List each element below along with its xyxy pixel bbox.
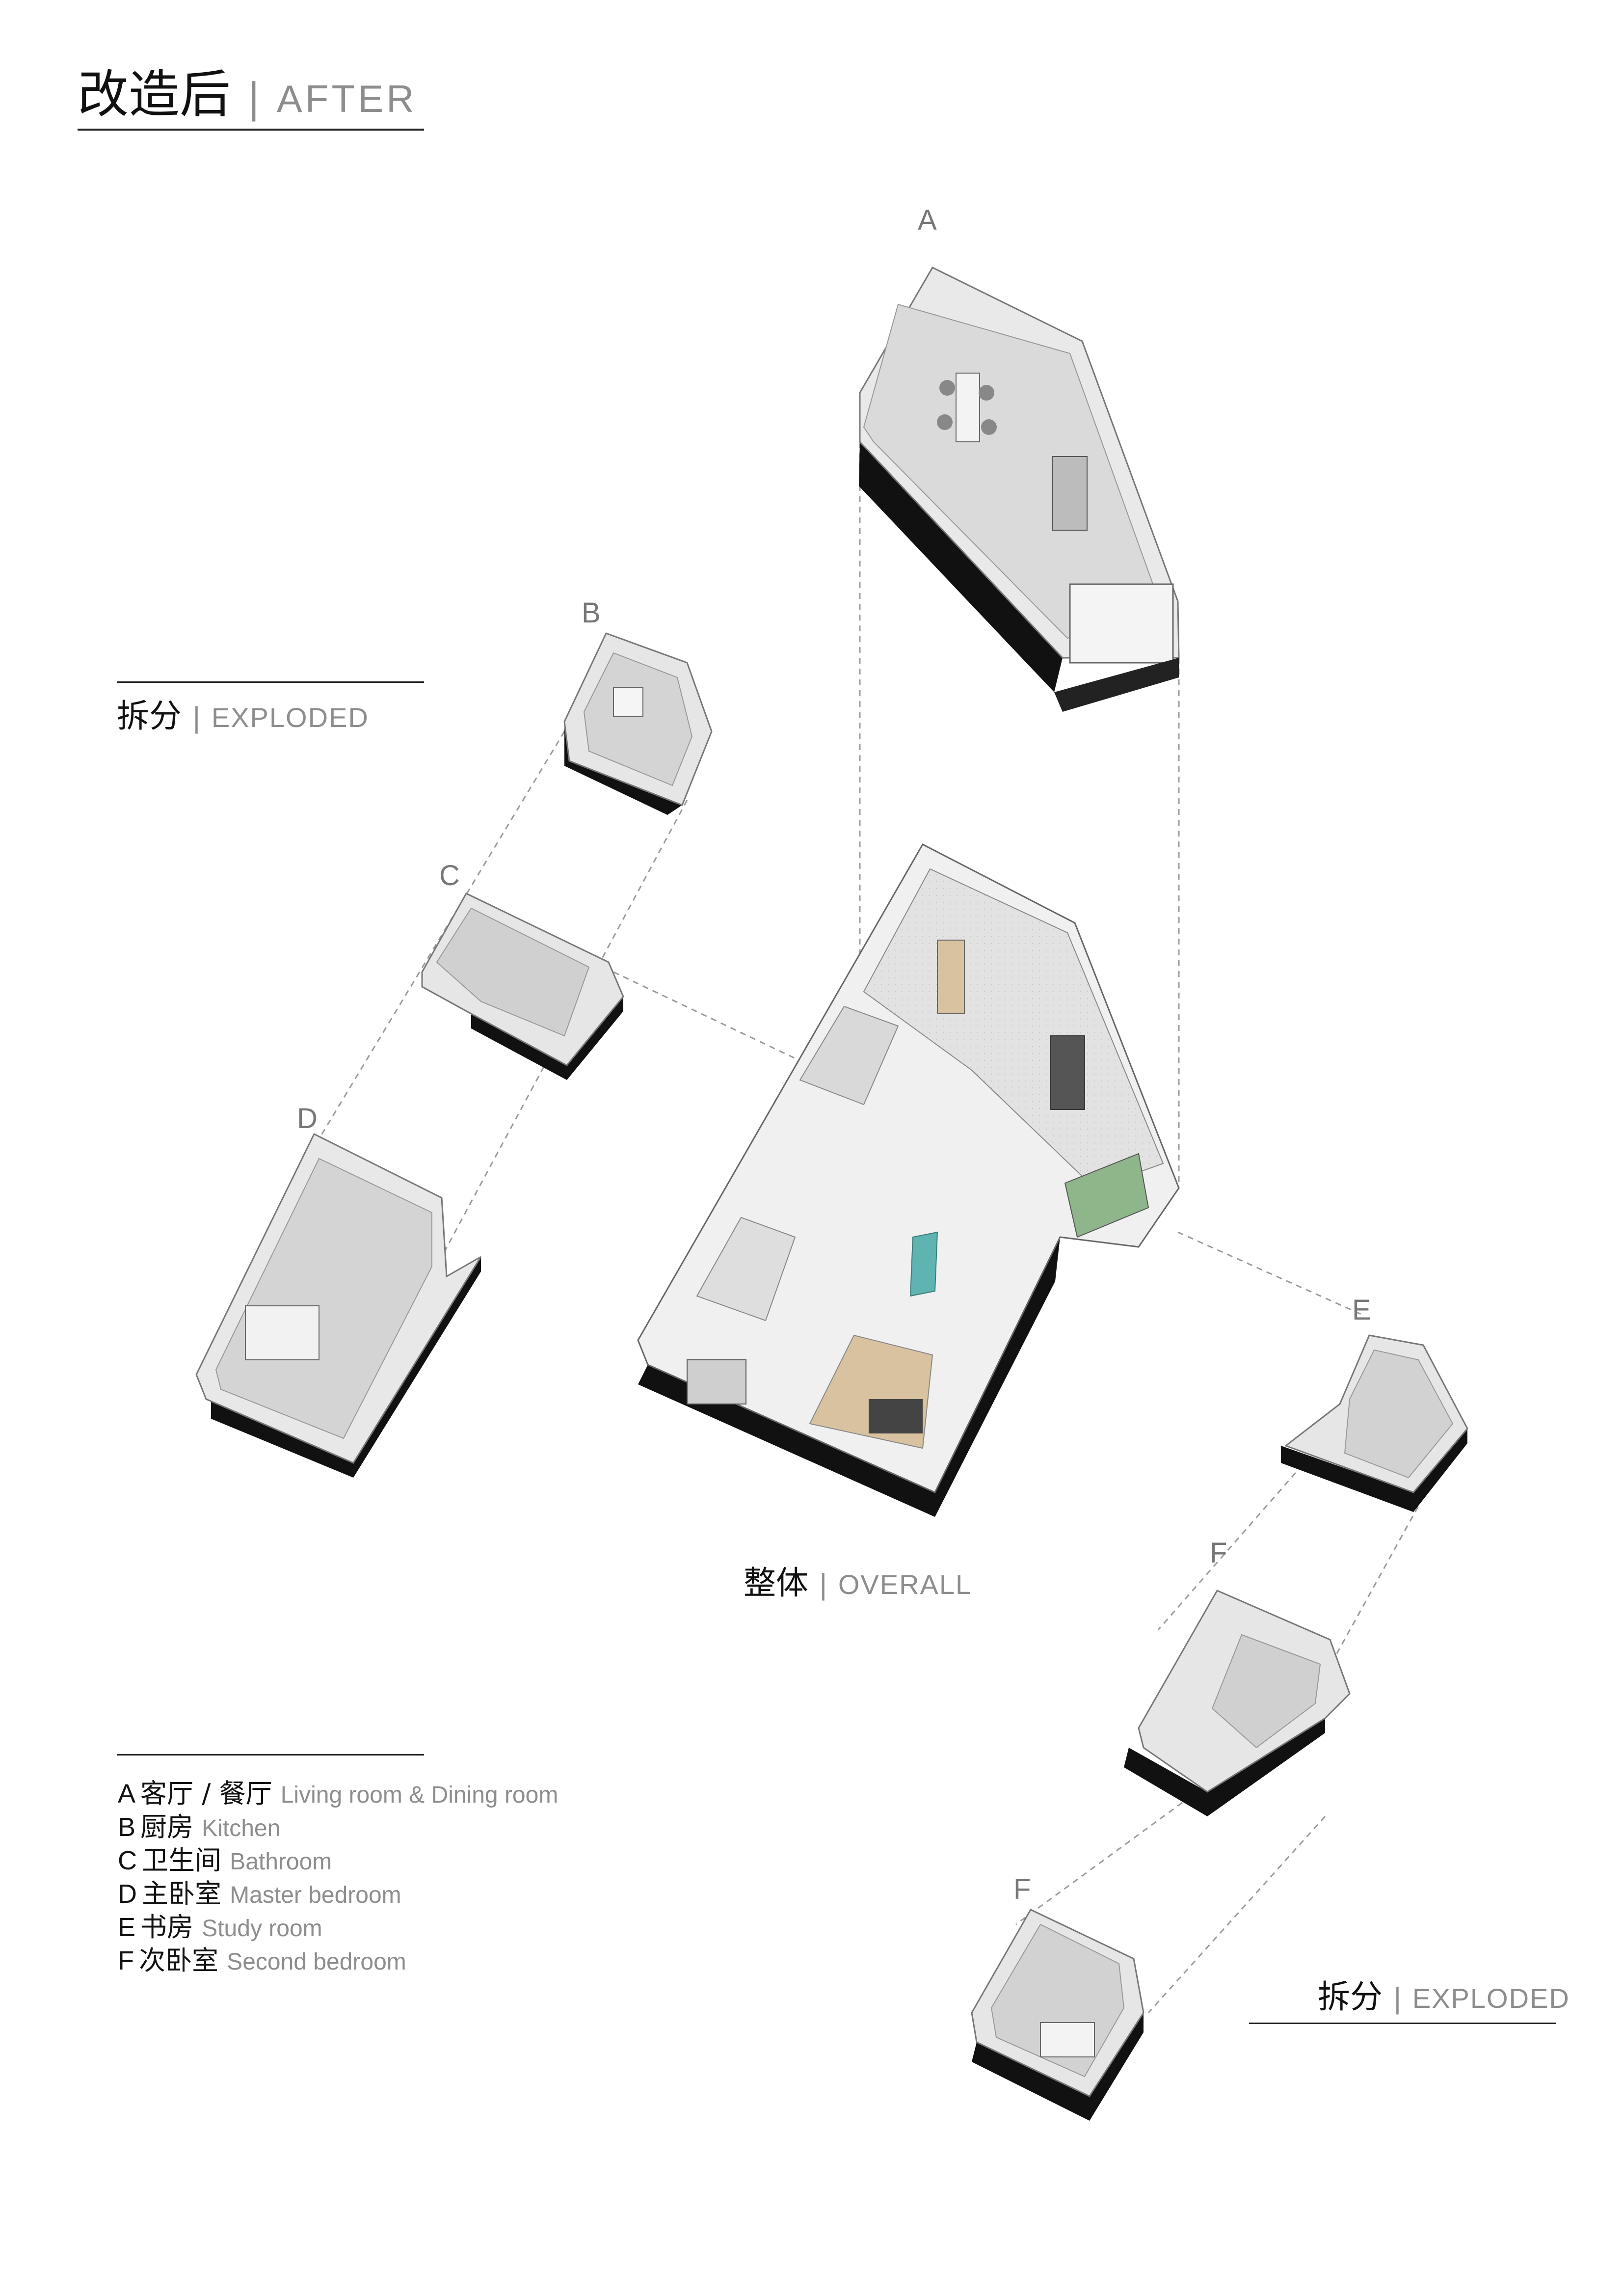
module-letter-c: C: [439, 860, 460, 891]
title-en: AFTER: [276, 77, 417, 120]
title-underline: [78, 129, 424, 131]
title-zh: 改造后: [78, 64, 231, 124]
section-label-exploded-left: 拆分 | EXPLODED: [117, 697, 369, 735]
module-a-living-dining: [859, 267, 1180, 712]
module-letter-b: B: [582, 597, 601, 629]
title-separator: |: [247, 75, 261, 122]
page-title: 改造后 | AFTER: [78, 69, 417, 120]
legend-rule: [117, 1754, 424, 1756]
module-letter-f-upper: F: [1210, 1537, 1227, 1569]
section-label-overall: 整体 | OVERALL: [744, 1564, 972, 1602]
module-c-bathroom: [421, 892, 624, 1080]
module-letter-d: D: [297, 1103, 318, 1134]
module-letter-a: A: [918, 204, 937, 236]
module-letter-f-lower: F: [1013, 1873, 1031, 1905]
module-letter-e: E: [1352, 1294, 1371, 1326]
exploded-left-rule: [117, 681, 424, 683]
exploded-right-rule: [1249, 2023, 1556, 2024]
module-f-second-bedroom-lower: [971, 1909, 1144, 2121]
overall-plan: [637, 843, 1180, 1517]
module-d-master-bedroom: [195, 1133, 482, 1478]
module-f-second-bedroom-upper: [1124, 1590, 1351, 1816]
module-b-kitchen: [563, 632, 713, 815]
module-e-study: [1281, 1334, 1468, 1512]
section-label-exploded-right: 拆分 | EXPLODED: [1318, 1978, 1570, 2016]
